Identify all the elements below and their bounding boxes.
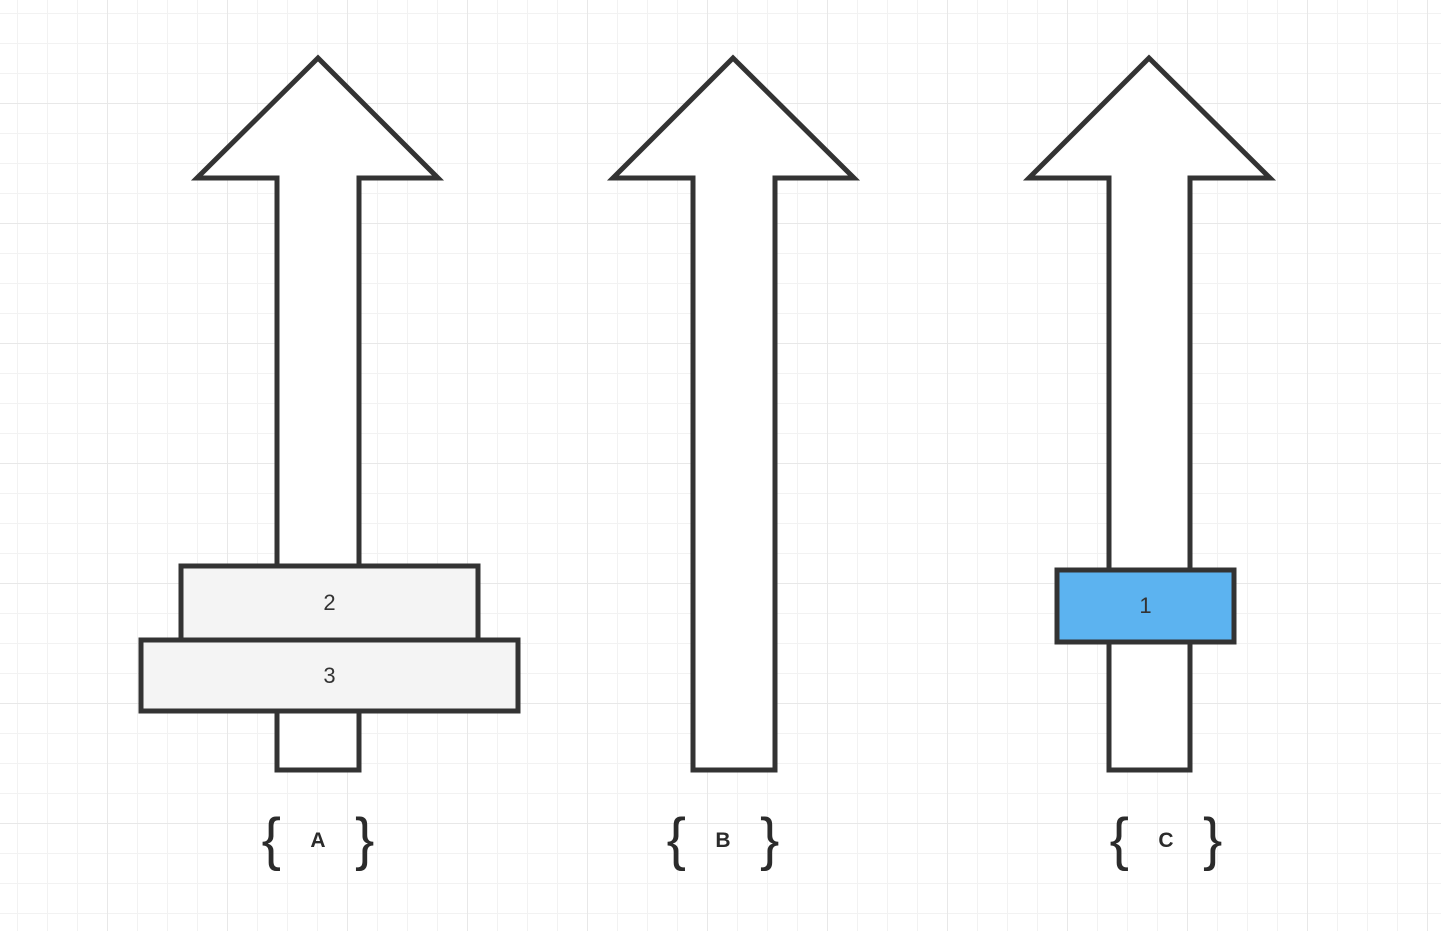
open-brace-icon: { (666, 807, 686, 872)
block-1[interactable] (1054, 567, 1237, 645)
peg-label-text-a: A (310, 828, 326, 852)
close-brace-icon: } (1203, 807, 1223, 872)
peg-arrow-a[interactable] (190, 54, 445, 773)
close-brace-icon: } (760, 807, 780, 872)
open-brace-icon: { (1109, 807, 1129, 872)
peg-label-a[interactable]: { A} (234, 804, 402, 876)
open-brace-icon: { (261, 807, 281, 872)
close-brace-icon: } (355, 807, 375, 872)
peg-label-c[interactable]: { C} (1082, 804, 1250, 876)
peg-label-text-c: C (1158, 828, 1174, 852)
peg-arrow-b[interactable] (606, 54, 861, 773)
peg-label-b[interactable]: { B} (639, 804, 807, 876)
peg-arrow-c[interactable] (1022, 54, 1277, 773)
peg-label-text-b: B (715, 828, 731, 852)
block-2[interactable] (178, 563, 481, 643)
block-3[interactable] (138, 637, 521, 714)
